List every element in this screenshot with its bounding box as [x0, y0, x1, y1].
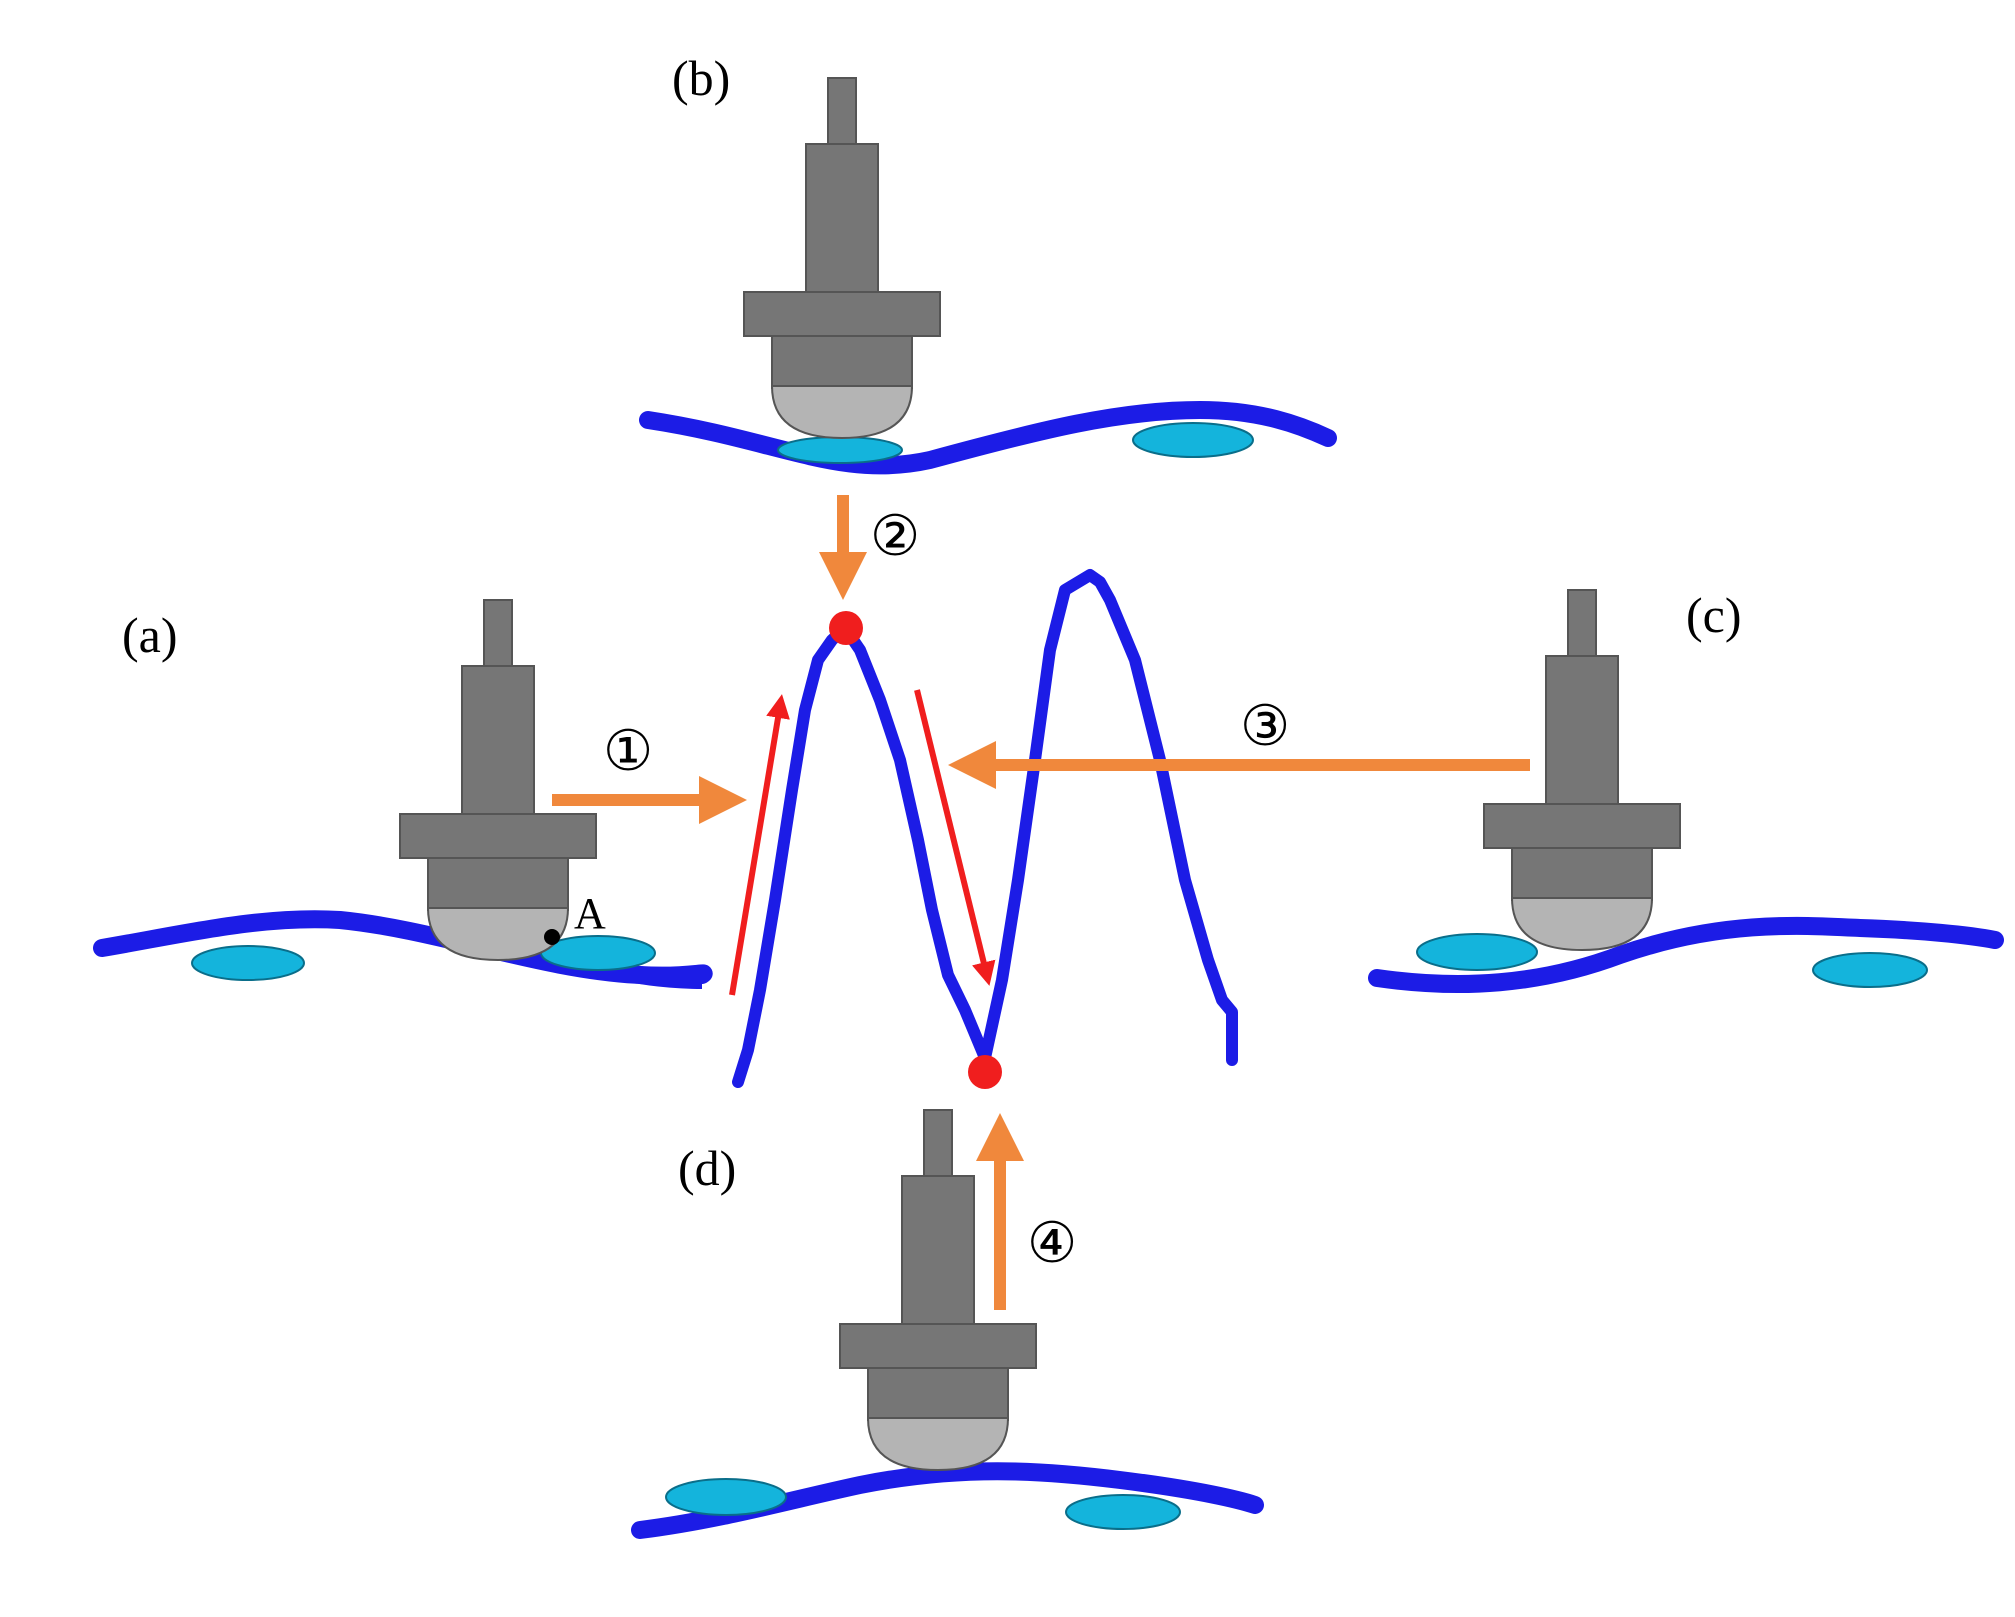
- trajectory-curve: [732, 569, 1238, 1088]
- panel-a-tool-assembly: [93, 599, 713, 989]
- panel-d-pad-left: [665, 1478, 787, 1516]
- panel-d-pad-right: [1065, 1494, 1181, 1530]
- point-a-label: A: [574, 889, 606, 938]
- step-3-label: ③: [1240, 694, 1290, 759]
- step-2-label: ②: [870, 504, 920, 569]
- panel-d-tool-assembly: [631, 1109, 1264, 1539]
- panel-b-pad-right: [1132, 422, 1254, 458]
- panel-c-tool-assembly: [1368, 589, 2004, 994]
- valley-marker: [968, 1055, 1002, 1089]
- panel-d-label: (d): [678, 1140, 736, 1196]
- ascending-path-arrow: [729, 694, 790, 996]
- descending-path-arrow: [914, 689, 996, 986]
- panel-b-tool-assembly: [639, 77, 1337, 475]
- step-1-label: ①: [603, 719, 653, 784]
- panel-a-pad-left: [191, 945, 305, 981]
- panel-c-label: (c): [1686, 587, 1742, 643]
- panel-b-pad-left: [777, 436, 903, 464]
- step-4-label: ④: [1027, 1211, 1077, 1276]
- panel-a-label: (a): [122, 607, 178, 663]
- point-a-marker: [544, 929, 560, 945]
- panel-b-label: (b): [672, 50, 730, 106]
- peak-marker: [829, 611, 863, 645]
- panel-c-pad-right: [1812, 952, 1928, 988]
- panel-c-surface: [1368, 916, 2004, 994]
- panel-c-pad-left: [1416, 933, 1538, 971]
